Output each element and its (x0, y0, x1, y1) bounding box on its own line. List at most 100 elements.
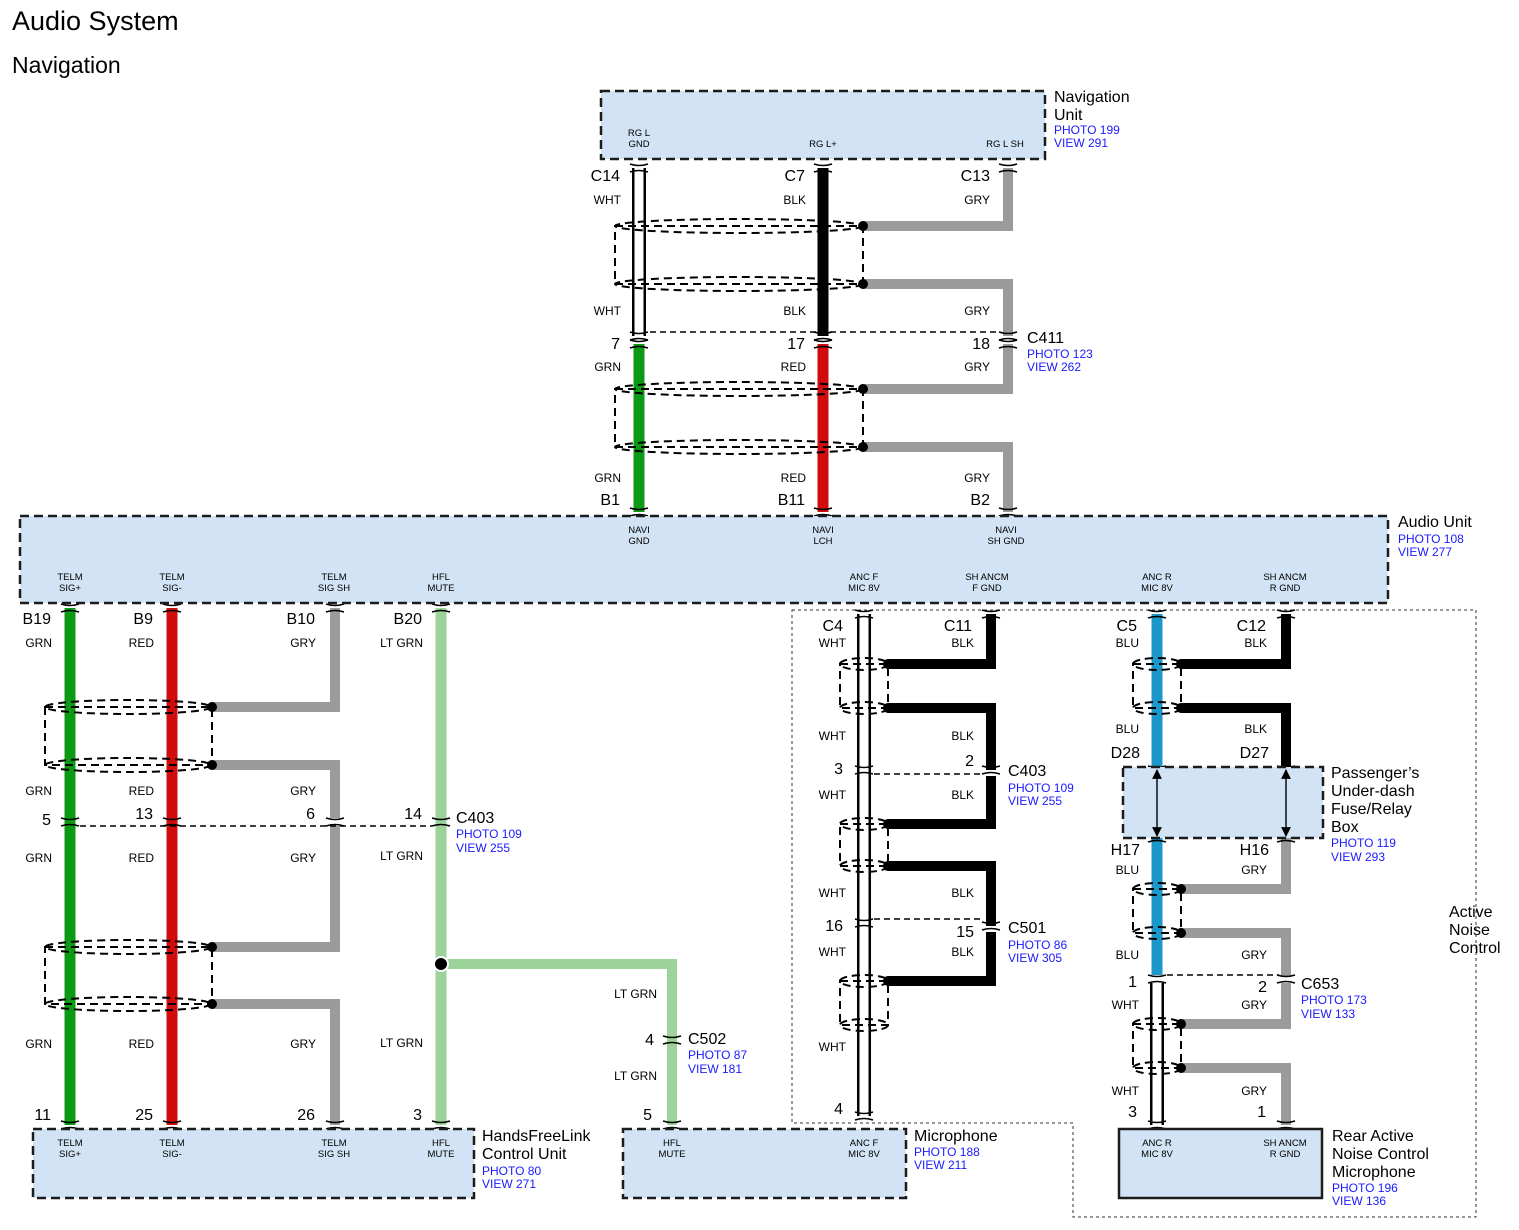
c411-photo[interactable]: PHOTO 123 (1027, 347, 1093, 361)
navigation-unit-view[interactable]: VIEW 291 (1054, 136, 1108, 150)
junction-dot (1176, 1019, 1186, 1029)
shield-telm-lower (44, 946, 213, 1005)
wire-color-label: BLK (783, 193, 806, 207)
fuse-relay-box[interactable] (1121, 765, 1325, 840)
wire-color-label: GRY (1241, 863, 1267, 877)
wire-pin1-gry[interactable] (1181, 1063, 1291, 1125)
wire-c502-ltgrn[interactable] (441, 959, 677, 1125)
wire-c501-blk-lower[interactable] (888, 932, 996, 986)
page-title: Audio System (12, 6, 179, 36)
connector-bracket (629, 163, 649, 173)
wire-color-label: WHT (819, 729, 847, 743)
wire-color-label: WHT (819, 886, 847, 900)
wire-color-label: GRY (290, 636, 316, 650)
connector-bracket (854, 918, 874, 928)
connector-bracket (629, 339, 649, 349)
wire-color-label: LT GRN (380, 1036, 423, 1050)
shield-nav-lower (614, 388, 864, 448)
wire-pin18-gry[interactable] (863, 344, 1013, 394)
wire-color-label: GRY (964, 193, 990, 207)
wire-color-label: BLK (1244, 636, 1267, 650)
wire-c11-blk[interactable] (888, 614, 996, 669)
audio-unit-view[interactable]: VIEW 277 (1398, 545, 1452, 559)
c411-view[interactable]: VIEW 262 (1027, 360, 1081, 374)
connector-bracket (981, 921, 1001, 931)
c411-name: C411 (1027, 330, 1064, 347)
connector-id: B9 (133, 611, 153, 628)
wire-pin26-gry[interactable] (212, 999, 340, 1125)
pin-number: 11 (34, 1107, 51, 1124)
navigation-unit-box[interactable] (599, 89, 1047, 161)
junction-dot (1176, 703, 1186, 713)
rear-anc-mic-photo[interactable]: PHOTO 196 (1332, 1181, 1398, 1195)
connector-bracket (981, 765, 1001, 775)
connector-id: C5 (1117, 618, 1138, 635)
wire-c13-gry-upper[interactable] (863, 168, 1013, 231)
wire-c411-gry-lower[interactable] (863, 279, 1013, 336)
wire-c653-gry-lower[interactable] (1181, 983, 1291, 1029)
connector-id: B10 (287, 611, 316, 628)
rear-anc-mic-view[interactable]: VIEW 136 (1332, 1194, 1386, 1208)
hfl-unit-view[interactable]: VIEW 271 (482, 1177, 536, 1191)
pin-number: 18 (972, 336, 990, 353)
pin-number: 26 (297, 1107, 315, 1124)
fuse-box-view[interactable]: VIEW 293 (1331, 850, 1385, 864)
hfl-unit-photo[interactable]: PHOTO 80 (482, 1164, 541, 1178)
navigation-unit-photo[interactable]: PHOTO 199 (1054, 123, 1120, 137)
c502-photo[interactable]: PHOTO 87 (688, 1048, 747, 1062)
connector-id: B2 (970, 492, 990, 509)
wire-color-label: RED (129, 784, 155, 798)
connector-bracket (1276, 609, 1296, 619)
pin-number: 15 (956, 924, 974, 941)
c403-right-view[interactable]: VIEW 255 (1008, 794, 1062, 808)
connector-id: C13 (961, 168, 990, 185)
wire-h16-gry[interactable] (1181, 838, 1291, 894)
wire-pin6-gry-upper[interactable] (212, 760, 340, 818)
handsfreelink-control-unit-box[interactable] (31, 1127, 476, 1200)
fuse-box-photo[interactable]: PHOTO 119 (1331, 836, 1396, 850)
connector-bracket (325, 603, 345, 613)
pin-number: 5 (643, 1107, 652, 1124)
wire-pin6-gry-lower[interactable] (212, 826, 340, 952)
wire-d27-blk[interactable] (1181, 703, 1291, 770)
connector-lines (80, 331, 1279, 976)
pin-number: 2 (1258, 979, 1267, 996)
wire-c403-blk-upper[interactable] (888, 703, 996, 770)
wire-color-label: WHT (819, 636, 847, 650)
c502-view[interactable]: VIEW 181 (688, 1062, 742, 1076)
wire-c653-gry-upper[interactable] (1181, 928, 1291, 977)
wire-b10-gry[interactable] (212, 608, 340, 712)
audio-unit-photo[interactable]: PHOTO 108 (1398, 532, 1464, 546)
c403-left-photo[interactable]: PHOTO 109 (456, 827, 522, 841)
connector-id: B19 (23, 611, 52, 628)
wire-b2-gry[interactable] (863, 442, 1013, 512)
wire-color-label: GRY (1241, 998, 1267, 1012)
c501-view[interactable]: VIEW 305 (1008, 951, 1062, 965)
audio-unit-box[interactable] (18, 514, 1390, 605)
connector-bracket (981, 609, 1001, 619)
c403-right-photo[interactable]: PHOTO 109 (1008, 781, 1074, 795)
wire-color-label: WHT (1112, 998, 1140, 1012)
c653-photo[interactable]: PHOTO 173 (1301, 993, 1367, 1007)
microphone-box[interactable] (621, 1127, 908, 1200)
c653-view[interactable]: VIEW 133 (1301, 1007, 1355, 1021)
c501-photo[interactable]: PHOTO 86 (1008, 938, 1067, 952)
rear-anc-microphone-box[interactable] (1117, 1127, 1324, 1200)
wire-c403-blk-lower[interactable] (888, 776, 996, 829)
wire-color-label: RED (781, 360, 807, 374)
junction-dot (858, 384, 868, 394)
microphone-view[interactable]: VIEW 211 (914, 1158, 967, 1172)
c403-left-view[interactable]: VIEW 255 (456, 841, 510, 855)
microphone-photo[interactable]: PHOTO 188 (914, 1145, 980, 1159)
wire-c12-blk[interactable] (1181, 614, 1291, 669)
wire-c501-blk-upper[interactable] (888, 861, 996, 926)
